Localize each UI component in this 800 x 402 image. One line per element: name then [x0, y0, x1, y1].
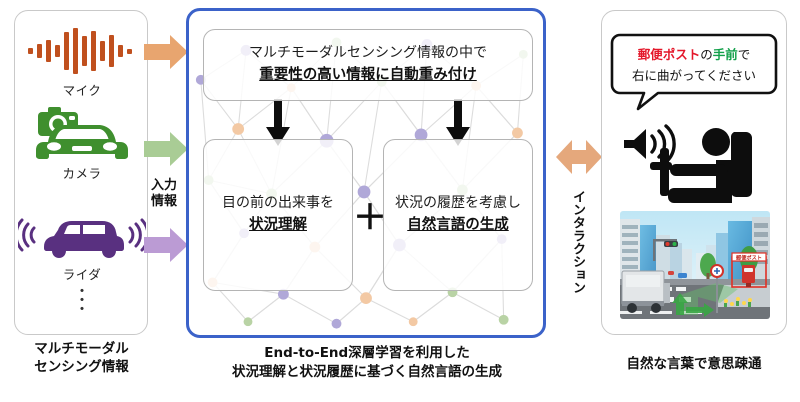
interaction-label: インタラクション [570, 190, 585, 294]
input-information-label: 入力 情報 [142, 178, 186, 211]
model-panel: マルチモーダルセンシング情報の中で 重要性の高い情報に自動重み付け 目の前の出来… [186, 8, 546, 338]
speech-bubble: 郵便ポストの手前で 右に曲がってください [610, 33, 778, 111]
language-generation-box: 状況の履歴を考慮し 自然言語の生成 [383, 139, 533, 291]
sensing-sources-panel: マイク カ [14, 10, 148, 335]
language-box-line-1: 状況の履歴を考慮し [395, 194, 521, 211]
sensor-item-mic: マイク [15, 23, 149, 99]
bubble-line-2: 右に曲がってください [631, 68, 756, 84]
attention-box-line-2: 重要性の高い情報に自動重み付け [259, 66, 477, 83]
bubble-line-1: 郵便ポストの手前で [610, 46, 778, 64]
situation-understanding-box: 目の前の出来事を 状況理解 [203, 139, 353, 291]
car-camera-icon [15, 106, 149, 162]
bubble-keyword-before: 手前 [712, 47, 738, 62]
attention-weighting-box: マルチモーダルセンシング情報の中で 重要性の高い情報に自動重み付け [203, 29, 533, 101]
audio-waveform-icon [15, 23, 149, 79]
down-arrow-left [266, 99, 290, 146]
input-arrow-lidar [144, 228, 188, 267]
situation-box-line-1: 目の前の出来事を [222, 194, 334, 211]
caption-line-2: センシング情報 [34, 359, 129, 376]
car-lidar-icon [15, 207, 149, 263]
attention-box-line-1: マルチモーダルセンシング情報の中で [249, 44, 487, 61]
model-caption-line-1: End-to-End深層学習を利用した [264, 345, 470, 361]
sensor-label-mic: マイク [62, 83, 102, 98]
model-panel-caption: End-to-End深層学習を利用した 状況理解と状況履歴に基づく自然言語の生成 [176, 344, 558, 382]
input-label-line-1: 入力 [150, 178, 177, 193]
sensing-sources-caption: マルチモーダル センシング情報 [4, 340, 159, 376]
sensor-item-lidar: ライダ [15, 207, 149, 283]
sensor-item-camera: カメラ [15, 106, 149, 182]
caption-line-1: マルチモーダル [34, 341, 129, 357]
driver-with-speaker-icon [620, 114, 770, 211]
interaction-output-panel: 郵便ポストの手前で 右に曲がってください [601, 10, 787, 335]
sensor-label-lidar: ライダ [62, 267, 102, 282]
street-view-photo: 郵便ポスト [620, 211, 770, 319]
input-arrow-camera [144, 132, 188, 171]
bubble-keyword-mailbox: 郵便ポスト [637, 47, 701, 62]
bubble-particle-no: の [700, 47, 713, 62]
input-arrow-mic [144, 35, 188, 74]
bidirectional-arrow-icon [556, 135, 602, 184]
interaction-output-caption: 自然な言葉で意思疎通 [626, 356, 762, 372]
language-box-line-2: 自然言語の生成 [407, 216, 509, 233]
sensor-label-camera: カメラ [62, 166, 102, 181]
situation-box-line-2: 状況理解 [249, 216, 307, 233]
down-arrow-right [446, 99, 470, 146]
bubble-particle-de: で [737, 47, 751, 62]
input-label-line-2: 情報 [150, 194, 177, 210]
model-caption-line-2: 状況理解と状況履歴に基づく自然言語の生成 [232, 363, 502, 380]
ellipsis-dots: ・・・ [74, 283, 90, 318]
plus-icon: ＋ [353, 198, 387, 238]
svg-text:郵便ポスト: 郵便ポスト [736, 253, 762, 261]
